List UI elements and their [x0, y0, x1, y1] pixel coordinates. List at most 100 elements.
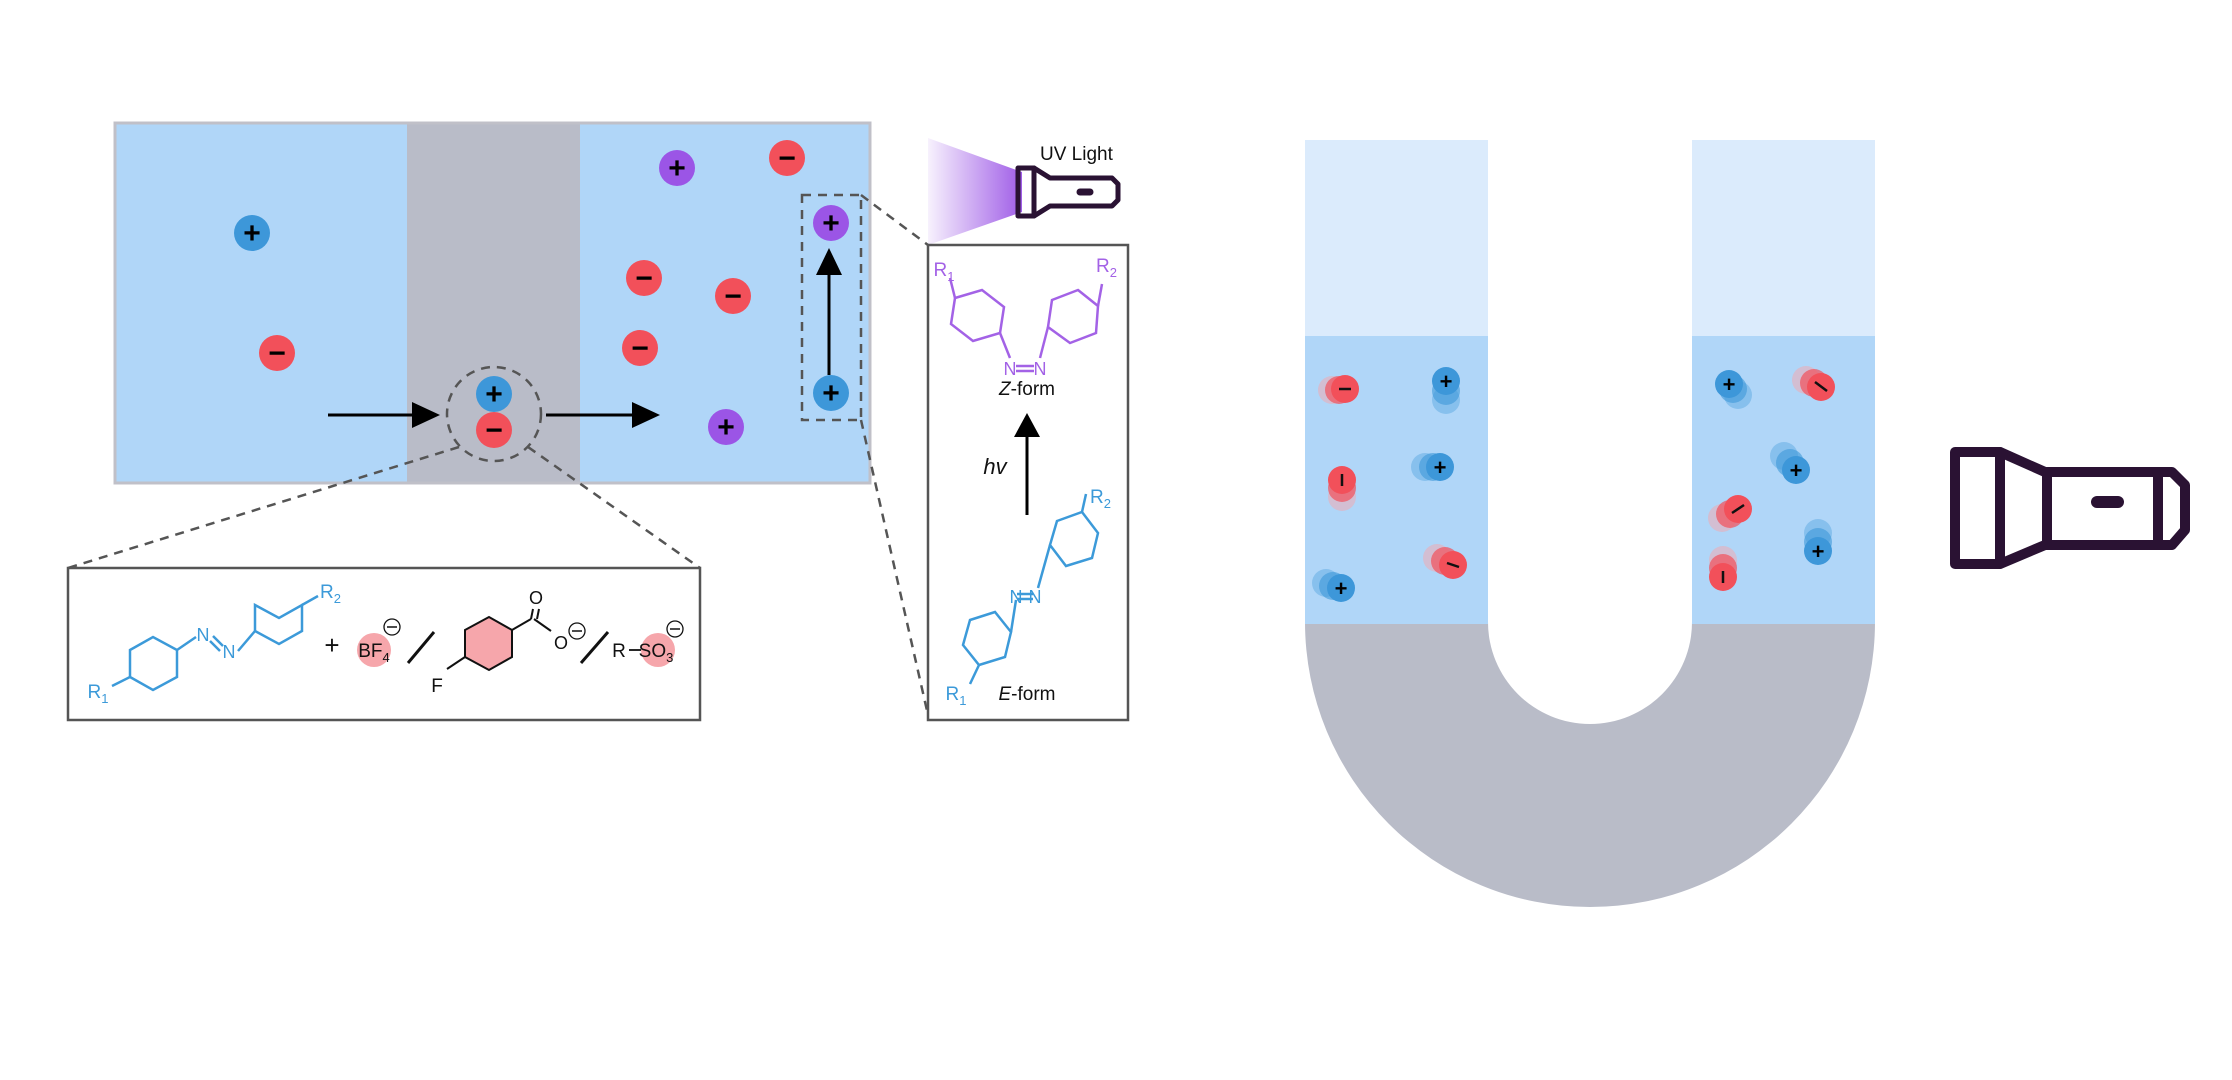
uv-beam-icon	[928, 138, 1022, 245]
anion-red	[1792, 366, 1835, 401]
isomer-highlight	[800, 193, 863, 422]
cation-purple: +	[813, 205, 849, 241]
svg-text:+: +	[1812, 539, 1825, 564]
z-r1-label: R1	[934, 260, 955, 284]
slash-separator	[579, 631, 610, 664]
cation-blue: +	[1715, 370, 1752, 409]
transport-arrows	[328, 248, 842, 428]
z-n1-label: N	[1004, 359, 1017, 379]
right-arm-upper	[1692, 140, 1875, 336]
u-tube-ions: + + + + + +	[1312, 366, 1835, 602]
svg-text:+: +	[822, 377, 840, 410]
cation-r1-label: R1	[88, 682, 109, 706]
left-reservoir	[115, 123, 407, 483]
anion-red: −	[769, 140, 805, 176]
slash-separator	[406, 631, 436, 664]
z-form-label: Z-form	[998, 379, 1055, 400]
e-n2-label: N	[1029, 587, 1042, 607]
svg-text:+: +	[1723, 372, 1736, 397]
uv-light-label: UV Light	[1040, 144, 1114, 165]
cation-blue: +	[1312, 569, 1355, 602]
u-tube-membrane	[1305, 622, 1875, 907]
svg-text:−: −	[778, 142, 796, 175]
e-form-label: E-form	[998, 684, 1055, 705]
z-r2-label: R2	[1096, 256, 1117, 280]
svg-text:+: +	[717, 411, 735, 444]
svg-text:+: +	[1434, 455, 1447, 480]
z-n2-label: N	[1034, 359, 1047, 379]
anion-red: −	[715, 278, 751, 314]
anion-red: −	[626, 260, 662, 296]
sulfonate-r-label: R	[612, 641, 626, 662]
ion-pair-highlight	[445, 365, 543, 463]
cation-blue: +	[1432, 367, 1460, 414]
uv-light-source: UV Light	[928, 138, 1121, 245]
cation-blue: +	[1411, 453, 1454, 481]
arene-highlight	[465, 617, 512, 670]
anion-red	[1709, 546, 1737, 591]
svg-text:+: +	[668, 152, 686, 185]
cation-purple: +	[659, 150, 695, 186]
callout-lines	[67, 193, 930, 716]
arrow-icon	[632, 402, 660, 428]
fluoro-label: F	[431, 676, 443, 697]
bf4-label: BF4	[358, 641, 390, 665]
svg-text:+: +	[485, 378, 503, 411]
anion-red	[1328, 466, 1356, 511]
flashlight-icon	[1950, 447, 2190, 569]
cation-n1-label: N	[197, 625, 210, 645]
svg-text:−: −	[631, 332, 649, 365]
cation-r2-label: R2	[320, 582, 341, 606]
arrow-icon	[412, 402, 440, 428]
so3-label: SO3	[639, 641, 674, 665]
e-azobenzene	[961, 493, 1100, 685]
svg-text:+: +	[243, 217, 261, 250]
anion-red: −	[622, 330, 658, 366]
bf4-charge	[383, 618, 401, 636]
so3-charge	[666, 620, 684, 638]
flashlight-icon	[1015, 165, 1121, 219]
anion-red: −	[476, 412, 512, 448]
svg-text:+: +	[822, 207, 840, 240]
anion-red	[1423, 544, 1467, 579]
svg-text:+: +	[1790, 458, 1803, 483]
cation-blue: +	[1804, 519, 1832, 565]
cation-blue: +	[1770, 442, 1810, 484]
svg-text:−: −	[485, 414, 503, 447]
svg-text:+: +	[1440, 369, 1453, 394]
ions: + − + − + − − − − + + +	[234, 140, 849, 448]
so3-highlight	[641, 633, 675, 667]
left-arm-upper	[1305, 140, 1488, 336]
z-azobenzene	[948, 277, 1104, 373]
u-tube	[1305, 140, 1875, 907]
bf4-highlight	[357, 633, 391, 667]
svg-text:−: −	[724, 280, 742, 313]
carboxylate-charge	[568, 622, 586, 640]
cation-blue: +	[813, 375, 849, 411]
carbonyl-o-label: O	[529, 588, 543, 608]
anion-red: −	[259, 335, 295, 371]
cation-purple: +	[708, 409, 744, 445]
anion-red	[1708, 495, 1752, 532]
svg-text:−: −	[635, 262, 653, 295]
plus-sign: +	[324, 630, 339, 660]
anion-red	[1318, 375, 1359, 404]
isomerization-panel: R1 R2 N N Z-form hv R2 N N R1 E-form	[926, 243, 1130, 722]
cation-blue: +	[234, 215, 270, 251]
cell-border	[113, 121, 872, 485]
ion-pair-panel: R1 N N R2 + BF4 F O O	[66, 566, 702, 722]
arrow-icon	[816, 248, 842, 275]
e-n1-label: N	[1010, 587, 1023, 607]
carboxylate-o-label: O	[554, 633, 568, 653]
membrane-cell	[113, 121, 872, 485]
svg-text:+: +	[1335, 576, 1348, 601]
fluorobenzoate	[446, 608, 552, 672]
hv-label: hv	[983, 454, 1008, 479]
cation-blue: +	[476, 376, 512, 412]
azobenzene-cation	[111, 594, 319, 692]
e-r1-label: R1	[946, 684, 967, 708]
svg-text:−: −	[268, 337, 286, 370]
e-r2-label: R2	[1090, 487, 1111, 511]
cation-n2-label: N	[223, 642, 236, 662]
